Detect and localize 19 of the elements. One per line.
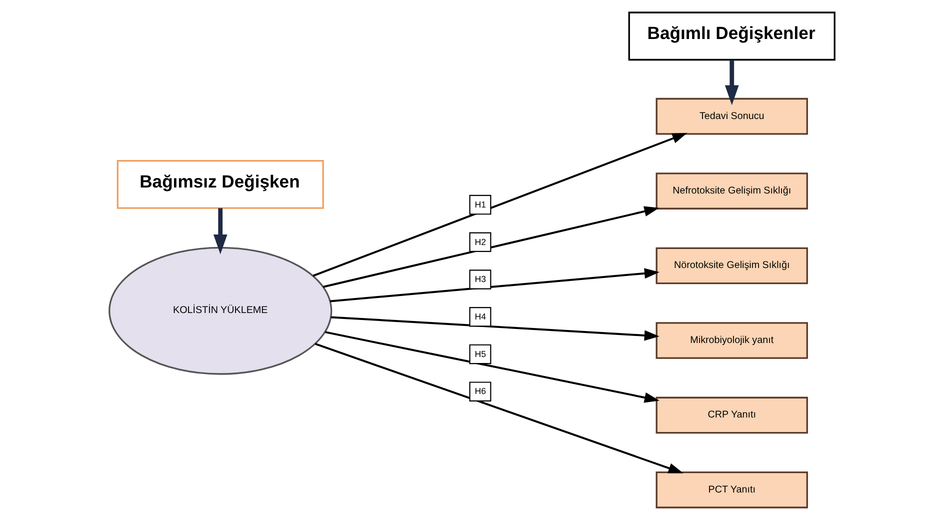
node-box: CRP Yanıtı <box>656 396 808 434</box>
node-box: Mikrobiyolojik yanıt <box>656 322 808 359</box>
edge-label: H6 <box>474 386 486 396</box>
edge-label: H4 <box>474 312 486 322</box>
node-box: Bağımlı Değişkenler <box>628 12 836 61</box>
arrow <box>724 60 739 106</box>
node-ellipse: KOLİSTİN YÜKLEME <box>108 246 332 375</box>
node-box: Bağımsız Değişken <box>116 160 324 209</box>
edge-label: H3 <box>474 274 486 284</box>
arrow <box>312 132 688 277</box>
node-box: Nörotoksite Gelişim Sıklığı <box>656 247 808 284</box>
arrow <box>330 316 660 341</box>
node-box: Tedavi Sonucu <box>656 98 808 135</box>
edge-label: H2 <box>474 236 486 247</box>
edge-label: H1 <box>474 199 486 210</box>
arrow <box>213 208 228 254</box>
node-box: Nefrotoksite Gelişim Sıklığı <box>656 172 808 210</box>
node-box: PCT Yanıtı <box>656 472 808 508</box>
edge-label: H5 <box>474 348 486 359</box>
